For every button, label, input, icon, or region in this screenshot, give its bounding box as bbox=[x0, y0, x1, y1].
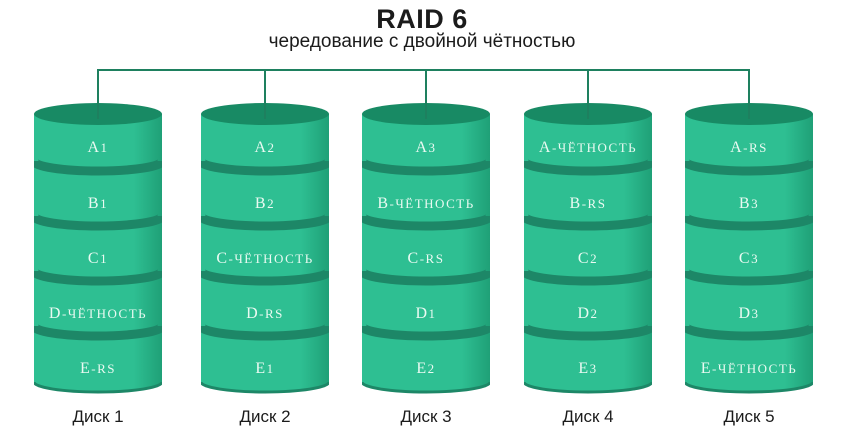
segment-label: C3 bbox=[738, 250, 760, 267]
segment-label: E-RS bbox=[79, 360, 116, 377]
cylinder-graphic bbox=[685, 103, 813, 394]
disk-2-name: Диск 2 bbox=[239, 407, 291, 426]
disk-5: A-RS B3 C3 D3 E-ЧЁТНОСТЬ Диск 5 bbox=[685, 103, 813, 428]
diagram-subtitle: чередование с двойной чётностью bbox=[268, 31, 576, 52]
segment-label: E2 bbox=[416, 360, 436, 377]
disk-3-cylinder: A3 B-ЧЁТНОСТЬ C-RS D1 E2 bbox=[362, 103, 490, 395]
disk-3-name: Диск 3 bbox=[400, 407, 452, 426]
cylinder-graphic bbox=[524, 103, 652, 394]
segment-label: A2 bbox=[254, 139, 276, 156]
disk-1: A1 B1 C1 D-ЧЁТНОСТЬ E-RS Диск 1 bbox=[34, 103, 162, 428]
segment-label: C-RS bbox=[407, 250, 445, 267]
disk-4-name: Диск 4 bbox=[562, 407, 614, 426]
segment-label: B1 bbox=[87, 195, 109, 212]
diagram-title: RAID 6 bbox=[376, 4, 468, 34]
segment-label: B2 bbox=[254, 195, 276, 212]
disk-1-cylinder: A1 B1 C1 D-ЧЁТНОСТЬ E-RS bbox=[34, 103, 162, 395]
segment-label: D-RS bbox=[246, 305, 284, 322]
disk-2: A2 B2 C-ЧЁТНОСТЬ D-RS E1 Диск 2 bbox=[201, 103, 329, 428]
segment-label: A-RS bbox=[730, 139, 768, 156]
segment-label: D2 bbox=[577, 305, 599, 322]
disk-1-name: Диск 1 bbox=[72, 407, 124, 426]
segment-label: E-ЧЁТНОСТЬ bbox=[700, 360, 798, 377]
segment-label: A1 bbox=[87, 139, 109, 156]
segment-label: B3 bbox=[738, 195, 760, 212]
cylinder-graphic bbox=[34, 103, 162, 394]
bus-drop-line-3 bbox=[425, 69, 427, 119]
bus-drop-line-4 bbox=[587, 69, 589, 119]
bus-drop-line-2 bbox=[264, 69, 266, 119]
disk-5-cylinder: A-RS B3 C3 D3 E-ЧЁТНОСТЬ bbox=[685, 103, 813, 395]
segment-label: E1 bbox=[255, 360, 275, 377]
bus-drop-line-5 bbox=[748, 69, 750, 119]
segment-label: E3 bbox=[578, 360, 598, 377]
bus-drop-line-1 bbox=[97, 69, 99, 119]
segment-label: C-ЧЁТНОСТЬ bbox=[216, 250, 314, 267]
segment-label: C1 bbox=[87, 250, 109, 267]
segment-label: D1 bbox=[415, 305, 437, 322]
disk-5-name: Диск 5 bbox=[723, 407, 775, 426]
disk-2-cylinder: A2 B2 C-ЧЁТНОСТЬ D-RS E1 bbox=[201, 103, 329, 395]
disk-4-cylinder: A-ЧЁТНОСТЬ B-RS C2 D2 E3 bbox=[524, 103, 652, 395]
segment-label: B-RS bbox=[569, 195, 607, 212]
disk-3: A3 B-ЧЁТНОСТЬ C-RS D1 E2 Диск 3 bbox=[362, 103, 490, 428]
segment-label: A-ЧЁТНОСТЬ bbox=[538, 139, 638, 156]
cylinder-graphic bbox=[362, 103, 490, 394]
bus-horizontal-line bbox=[97, 69, 750, 71]
segment-label: D3 bbox=[738, 305, 760, 322]
disk-4: A-ЧЁТНОСТЬ B-RS C2 D2 E3 Диск 4 bbox=[524, 103, 652, 428]
segment-label: A3 bbox=[415, 139, 437, 156]
segment-label: C2 bbox=[577, 250, 599, 267]
segment-label: B-ЧЁТНОСТЬ bbox=[377, 195, 475, 212]
segment-label: D-ЧЁТНОСТЬ bbox=[48, 305, 148, 322]
